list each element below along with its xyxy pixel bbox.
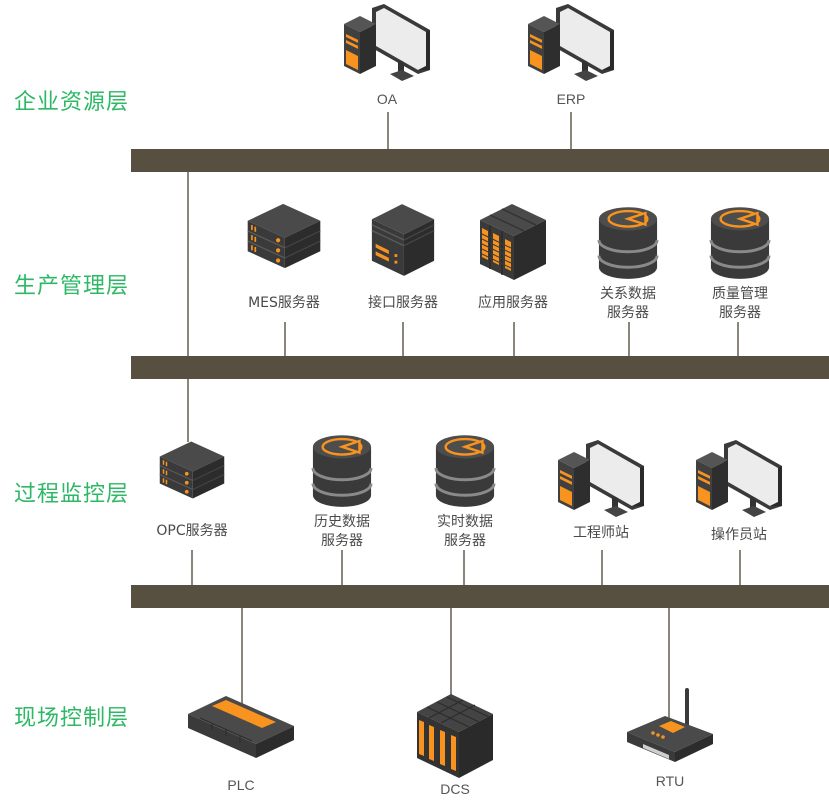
node-label: 关系数据 服务器	[600, 286, 656, 321]
node-opc-server[interactable]: OPC服务器	[142, 440, 242, 541]
node-oa[interactable]: OA	[342, 4, 432, 109]
node-label: RTU	[655, 773, 685, 789]
blade-server-icon	[478, 202, 548, 282]
node-label: 质量管理 服务器	[712, 286, 768, 321]
node-realtime-db-server[interactable]: 实时数据 服务器	[415, 433, 515, 551]
node-label: 工程师站	[573, 525, 629, 541]
node-rtu[interactable]: RTU	[625, 686, 715, 791]
node-relational-db-server[interactable]: 关系数据 服务器	[578, 205, 678, 323]
node-dcs[interactable]: DCS	[415, 690, 495, 799]
database-icon	[434, 433, 496, 511]
connector-engineer	[601, 550, 603, 585]
interface-server-icon	[370, 202, 436, 278]
node-label: OA	[376, 91, 398, 107]
connector-interface	[402, 322, 404, 356]
connector-relational-db	[628, 322, 630, 356]
rack-server-icon	[246, 202, 322, 270]
connector-app	[513, 322, 515, 356]
node-label: 实时数据 服务器	[437, 514, 493, 549]
database-icon	[311, 433, 373, 511]
node-quality-db-server[interactable]: 质量管理 服务器	[690, 205, 790, 323]
node-label: MES服务器	[248, 295, 320, 311]
node-label: 应用服务器	[478, 295, 548, 311]
connector-erp	[570, 112, 572, 150]
node-label: PLC	[227, 777, 255, 793]
layer-label-process: 过程监控层	[14, 482, 130, 507]
layer-label-field: 现场控制层	[14, 706, 130, 731]
dcs-icon	[415, 690, 495, 780]
node-application-server[interactable]: 应用服务器	[463, 202, 563, 313]
connector-history-db	[341, 550, 343, 585]
node-interface-server[interactable]: 接口服务器	[353, 202, 453, 313]
connector-mes	[284, 322, 286, 356]
node-erp[interactable]: ERP	[526, 4, 616, 109]
bus-enterprise	[131, 149, 829, 172]
node-label: 操作员站	[711, 527, 767, 543]
connector-plc	[241, 608, 243, 705]
connector-realtime-db	[463, 550, 465, 585]
rtu-router-icon	[625, 686, 715, 766]
workstation-icon	[694, 440, 784, 520]
layer-label-enterprise: 企业资源层	[14, 90, 130, 115]
database-icon	[597, 205, 659, 283]
node-plc[interactable]: PLC	[186, 690, 296, 795]
layer-label-production: 生产管理层	[14, 274, 130, 299]
bus-production	[131, 356, 829, 379]
node-label: 历史数据 服务器	[314, 514, 370, 549]
node-mes-server[interactable]: MES服务器	[234, 202, 334, 313]
workstation-icon	[556, 440, 646, 520]
node-label: DCS	[440, 781, 470, 797]
connector-opc	[191, 550, 193, 585]
node-label: 接口服务器	[368, 295, 438, 311]
connector-rtu	[668, 608, 670, 720]
rack-server-icon	[147, 440, 237, 500]
node-label: OPC服务器	[156, 523, 228, 539]
connector-oa	[387, 112, 389, 150]
workstation-icon	[342, 4, 432, 84]
bus-process	[131, 585, 829, 608]
connector-quality-db	[737, 322, 739, 356]
connector-dcs	[450, 608, 452, 698]
connector-bus-trunk	[187, 172, 189, 442]
node-engineer-station[interactable]: 工程师站	[556, 440, 646, 543]
node-operator-station[interactable]: 操作员站	[694, 440, 784, 545]
node-history-db-server[interactable]: 历史数据 服务器	[292, 433, 392, 551]
database-icon	[709, 205, 771, 283]
plc-icon	[186, 690, 296, 760]
node-label: ERP	[556, 91, 586, 107]
connector-operator	[739, 550, 741, 585]
workstation-icon	[526, 4, 616, 84]
